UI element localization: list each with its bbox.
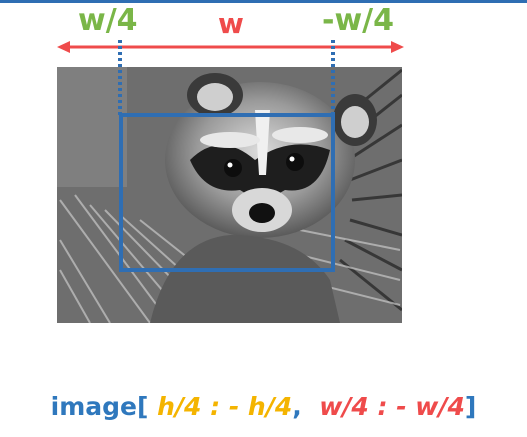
width-slice: w/4 : - w/4 — [319, 392, 465, 421]
right-offset-label: -w/4 — [322, 3, 394, 38]
top-accent-bar — [0, 0, 527, 3]
width-label: w — [218, 7, 244, 40]
expression-suffix: ] — [464, 392, 477, 421]
expression-separator: , — [292, 392, 302, 421]
left-offset-label: w/4 — [78, 3, 138, 38]
crop-region — [119, 113, 335, 272]
raccoon-photo — [57, 67, 402, 323]
height-slice: h/4 : - h/4 — [148, 392, 293, 421]
width-arrow — [57, 41, 404, 53]
offset-guide-lines — [118, 40, 335, 115]
slice-expression: image[ h/4 : - h/4, w/4 : - w/4] — [0, 392, 527, 421]
expression-prefix: image[ — [50, 392, 149, 421]
